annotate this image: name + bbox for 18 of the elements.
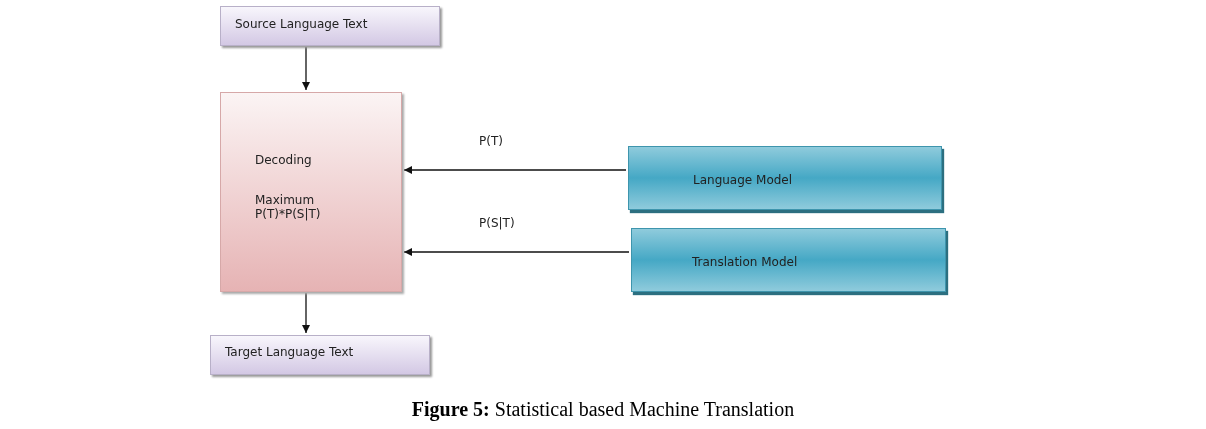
node-label: Target Language Text [225,345,354,359]
node-label: Language Model [693,173,793,187]
arrow [302,292,310,334]
process-box [220,92,402,292]
process-box [220,6,440,46]
edge-label: P(S|T) [479,216,515,230]
model-box [631,228,946,292]
arrow [302,46,310,91]
model-box [628,146,942,210]
node-label: Source Language Text [235,17,368,31]
node-label: Translation Model [692,255,798,269]
arrow [403,166,627,174]
node-label: Decoding [255,153,312,167]
arrow [403,248,630,256]
edge-label: P(T) [479,134,503,148]
node-text: Maximum P(T)*P(S|T) [255,193,322,221]
process-box [210,335,430,375]
figure-caption: Figure 5: Statistical based Machine Translation [410,398,796,421]
